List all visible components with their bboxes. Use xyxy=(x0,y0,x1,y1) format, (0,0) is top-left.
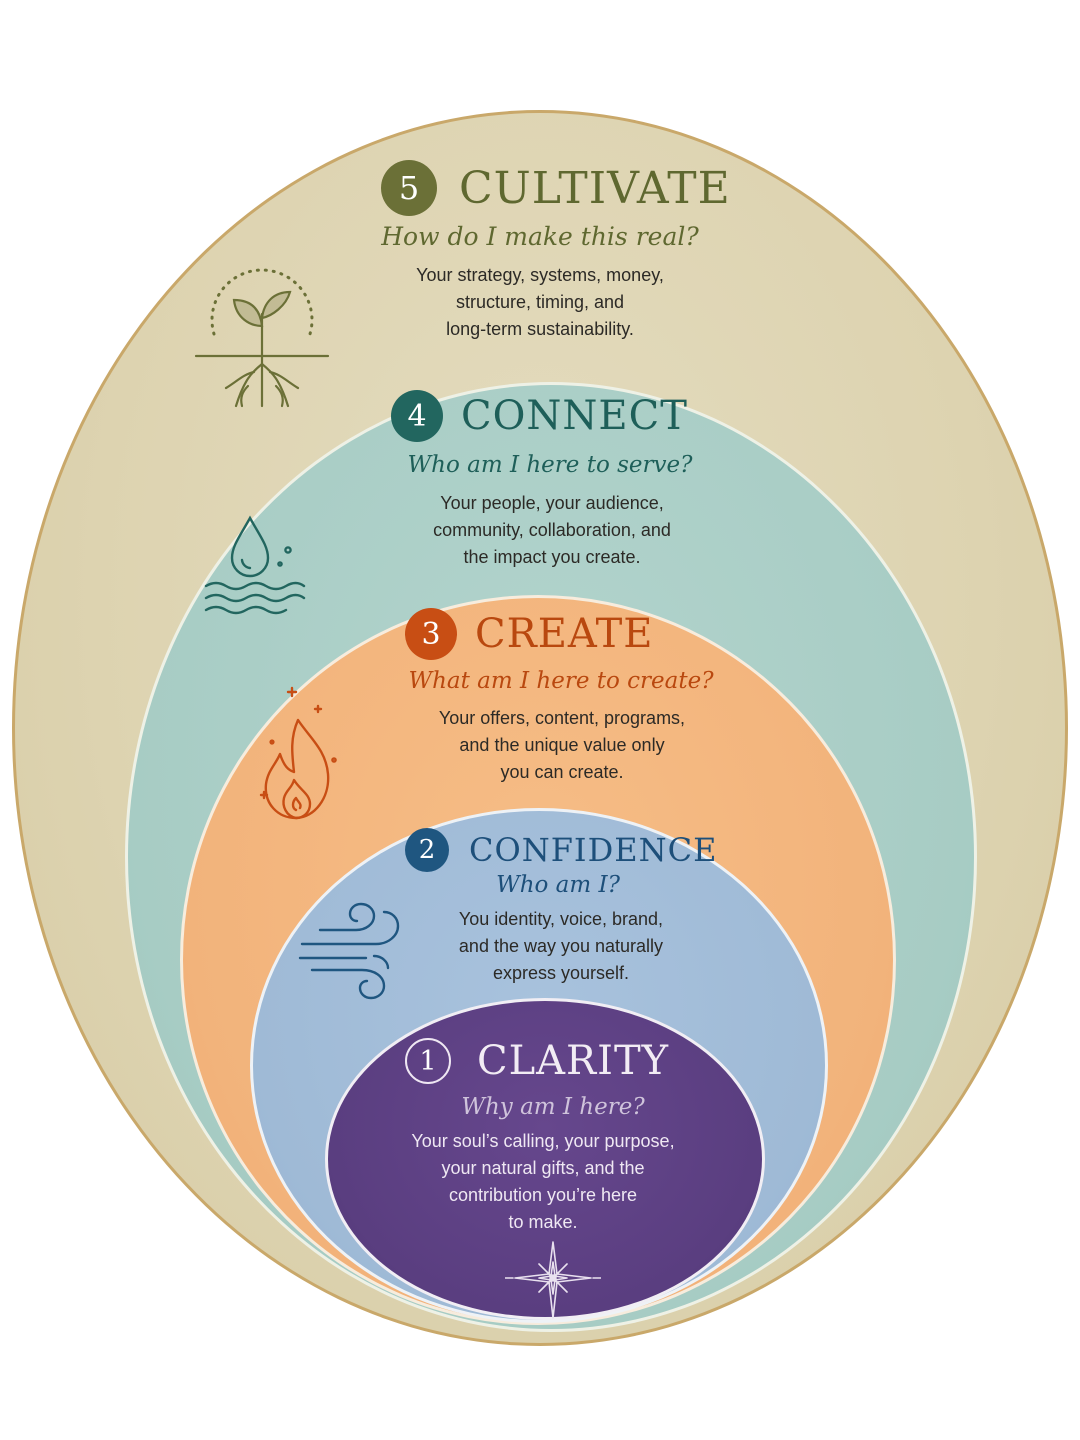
cultivate-question: How do I make this real? xyxy=(381,222,699,251)
cultivate-description-line: long-term sustainability. xyxy=(446,319,634,339)
clarity-description-line: your natural gifts, and the xyxy=(441,1158,645,1178)
connect-description: Your people, your audience, community, c… xyxy=(352,490,752,571)
confidence-description-line: You identity, voice, brand, xyxy=(458,909,664,929)
sprout-roots-icon xyxy=(192,256,332,416)
clarity-question: Why am I here? xyxy=(461,1094,645,1120)
create-title: CREATE xyxy=(475,611,654,657)
clarity-title: CLARITY xyxy=(477,1038,670,1084)
confidence-heading: 2 CONFIDENCE xyxy=(405,828,717,872)
confidence-description-line: express yourself. xyxy=(492,963,630,983)
clarity-description: Your soul’s calling, your purpose, your … xyxy=(343,1128,743,1236)
connect-heading: 4 CONNECT xyxy=(391,390,688,442)
connect-description-line: community, collaboration, and xyxy=(433,520,671,540)
wind-swirl-icon xyxy=(296,900,406,1000)
create-description-line: and the unique value only xyxy=(459,735,665,755)
clarity-description-line: Your soul’s calling, your purpose, xyxy=(411,1131,675,1151)
create-description-line: Your offers, content, programs, xyxy=(438,708,686,728)
north-star-icon xyxy=(505,1240,601,1320)
clarity-description-line: contribution you’re here xyxy=(448,1185,638,1205)
connect-description-line: Your people, your audience, xyxy=(440,493,664,513)
clarity-number-badge: 1 xyxy=(405,1038,451,1084)
cultivate-title: CULTIVATE xyxy=(459,162,731,214)
confidence-description-line: and the way you naturally xyxy=(458,936,664,956)
flame-icon xyxy=(252,680,348,825)
layer-clarity-ellipse xyxy=(325,998,765,1320)
confidence-question: Who am I? xyxy=(496,872,620,898)
cultivate-number-badge: 5 xyxy=(381,160,437,216)
confidence-description: You identity, voice, brand, and the way … xyxy=(361,906,761,987)
connect-title: CONNECT xyxy=(461,393,688,439)
clarity-description-line: to make. xyxy=(508,1212,578,1232)
connect-question: Who am I here to serve? xyxy=(407,452,693,478)
connect-number-badge: 4 xyxy=(391,390,443,442)
cultivate-description-line: Your strategy, systems, money, xyxy=(416,265,664,285)
confidence-title: CONFIDENCE xyxy=(469,831,718,869)
create-heading: 3 CREATE xyxy=(405,608,654,660)
confidence-number-badge: 2 xyxy=(405,828,449,872)
cultivate-description-line: structure, timing, and xyxy=(455,292,625,312)
water-drop-waves-icon xyxy=(200,512,310,616)
create-description: Your offers, content, programs, and the … xyxy=(362,705,762,786)
create-description-line: you can create. xyxy=(500,762,624,782)
create-question: What am I here to create? xyxy=(408,668,714,694)
clarity-heading: 1 CLARITY xyxy=(405,1038,669,1084)
connect-description-line: the impact you create. xyxy=(463,547,641,567)
create-number-badge: 3 xyxy=(405,608,457,660)
cultivate-description: Your strategy, systems, money, structure… xyxy=(340,262,740,343)
cultivate-heading: 5 CULTIVATE xyxy=(381,160,731,216)
